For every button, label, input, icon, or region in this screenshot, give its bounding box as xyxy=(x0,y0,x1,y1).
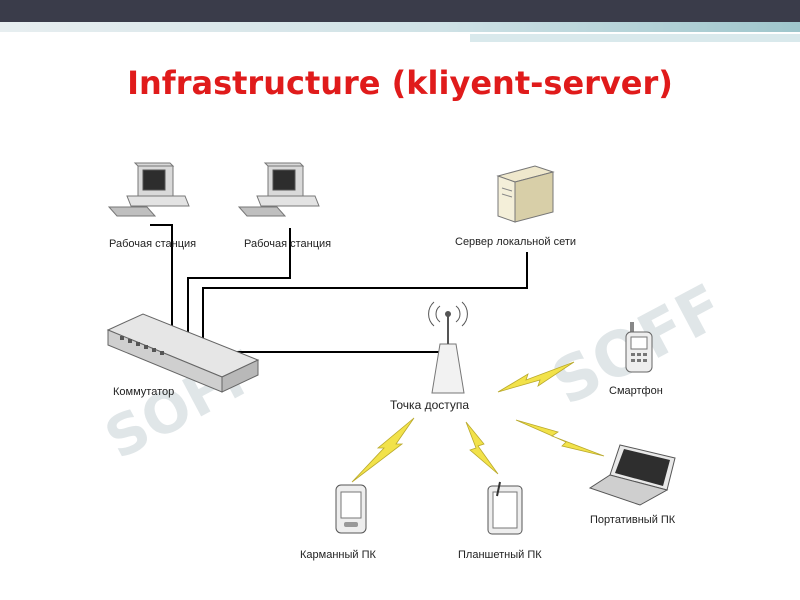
label-access-point: Точка доступа xyxy=(390,398,470,412)
wireless-link-icon xyxy=(351,417,415,483)
slide-header-bar xyxy=(0,0,800,22)
workstation-icon xyxy=(237,162,320,217)
label-pda: Карманный ПК xyxy=(300,549,376,561)
label-server: Сервер локальной сети xyxy=(455,236,576,248)
wireless-link-icon xyxy=(497,361,575,393)
link-workstation-1 xyxy=(150,224,173,332)
slide-title: Infrastructure (kliyent-server) xyxy=(127,64,673,102)
label-workstation-1: Рабочая станция xyxy=(109,238,197,250)
tablet-icon xyxy=(487,481,523,535)
smartphone-icon xyxy=(625,322,653,373)
wireless-link-icon xyxy=(465,421,499,475)
workstation-icon xyxy=(107,162,190,217)
label-switch: Коммутатор xyxy=(113,386,175,398)
label-smartphone: Смартфон xyxy=(609,385,663,397)
link-server xyxy=(202,252,528,338)
wireless-link-icon xyxy=(515,419,605,457)
link-workstation-2 xyxy=(187,228,291,334)
laptop-icon xyxy=(588,444,676,506)
label-workstation-2: Рабочая станция xyxy=(244,238,332,250)
access-point-icon xyxy=(428,301,468,394)
pda-icon xyxy=(335,484,367,534)
link-switch-ap xyxy=(222,345,449,353)
slide-header-stripe xyxy=(470,34,800,42)
slide-header-accent xyxy=(0,22,800,32)
switch-icon xyxy=(106,313,260,393)
server-icon xyxy=(496,165,555,223)
label-laptop: Портативный ПК xyxy=(590,514,676,526)
label-tablet: Планшетный ПК xyxy=(458,549,542,561)
